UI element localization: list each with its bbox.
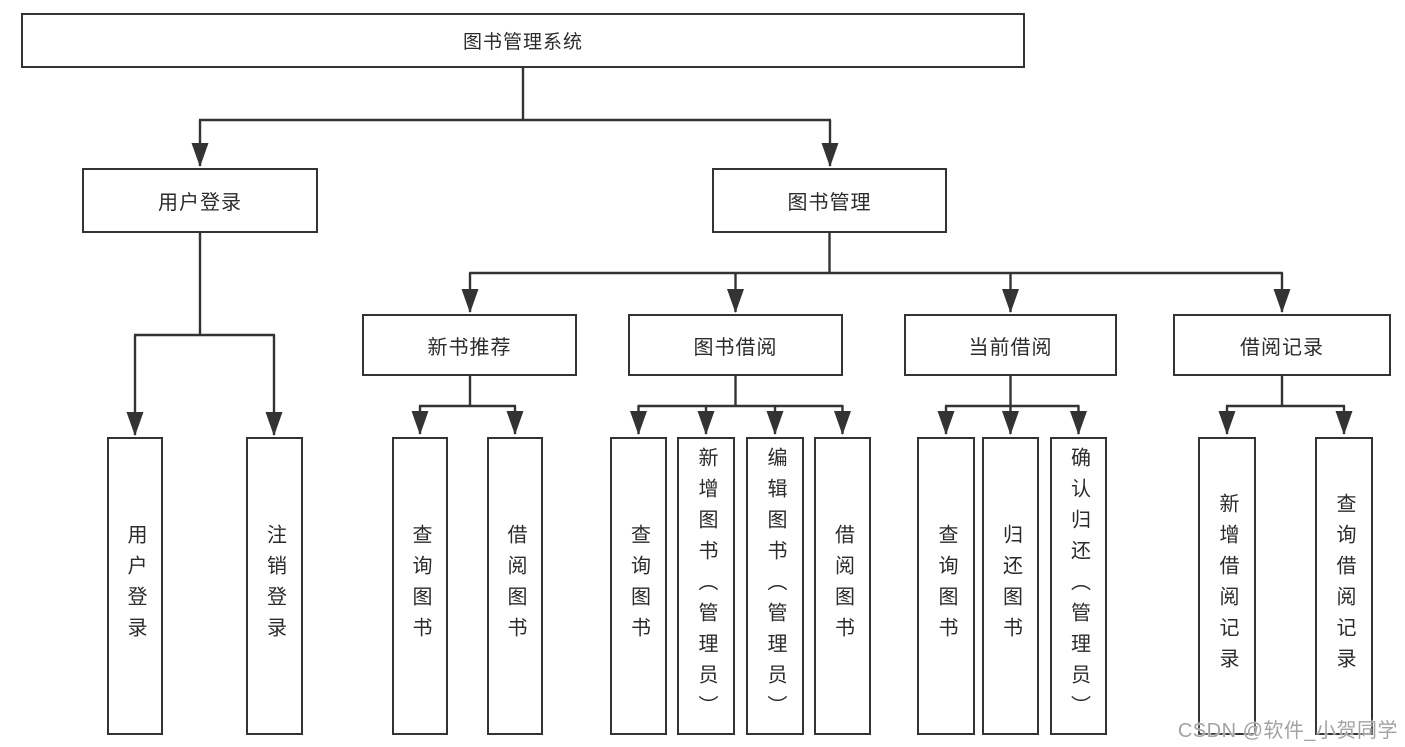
connector-current-borrow-children [937, 376, 1087, 435]
leaf-query-books-current: 查询图书 [917, 437, 975, 735]
leaf-confirm-return-admin: 确认归还（管理员） [1050, 437, 1107, 735]
connector-user-login-children [126, 233, 283, 436]
leaf-return-books: 归还图书 [982, 437, 1039, 735]
node-new-book-recommend: 新书推荐 [362, 314, 577, 376]
leaf-borrow-books-recommend: 借阅图书 [487, 437, 543, 735]
leaf-user-login: 用户登录 [107, 437, 163, 735]
connector-book-management-children [461, 233, 1291, 313]
csdn-watermark: CSDN @软件_小贺同学 [1177, 720, 1398, 742]
connector-book-borrow-children [630, 376, 851, 435]
leaf-query-borrow-record: 查询借阅记录 [1315, 437, 1373, 735]
leaf-edit-book-admin: 编辑图书（管理员） [746, 437, 804, 735]
node-current-borrowing: 当前借阅 [904, 314, 1117, 376]
node-root-system: 图书管理系统 [21, 13, 1025, 68]
leaf-add-borrow-record: 新增借阅记录 [1198, 437, 1256, 735]
node-book-borrowing: 图书借阅 [628, 314, 843, 376]
leaf-query-books-borrow: 查询图书 [610, 437, 667, 735]
leaf-borrow-books-borrow: 借阅图书 [814, 437, 871, 735]
connector-new-book-children [411, 376, 524, 435]
connector-root-to-level2 [191, 68, 839, 167]
node-book-management: 图书管理 [712, 168, 947, 233]
connector-records-children [1218, 376, 1353, 435]
leaf-add-book-admin: 新增图书（管理员） [677, 437, 735, 735]
node-borrowing-records: 借阅记录 [1173, 314, 1391, 376]
leaf-query-books-recommend: 查询图书 [392, 437, 448, 735]
node-user-login: 用户登录 [82, 168, 318, 233]
leaf-logout: 注销登录 [246, 437, 303, 735]
